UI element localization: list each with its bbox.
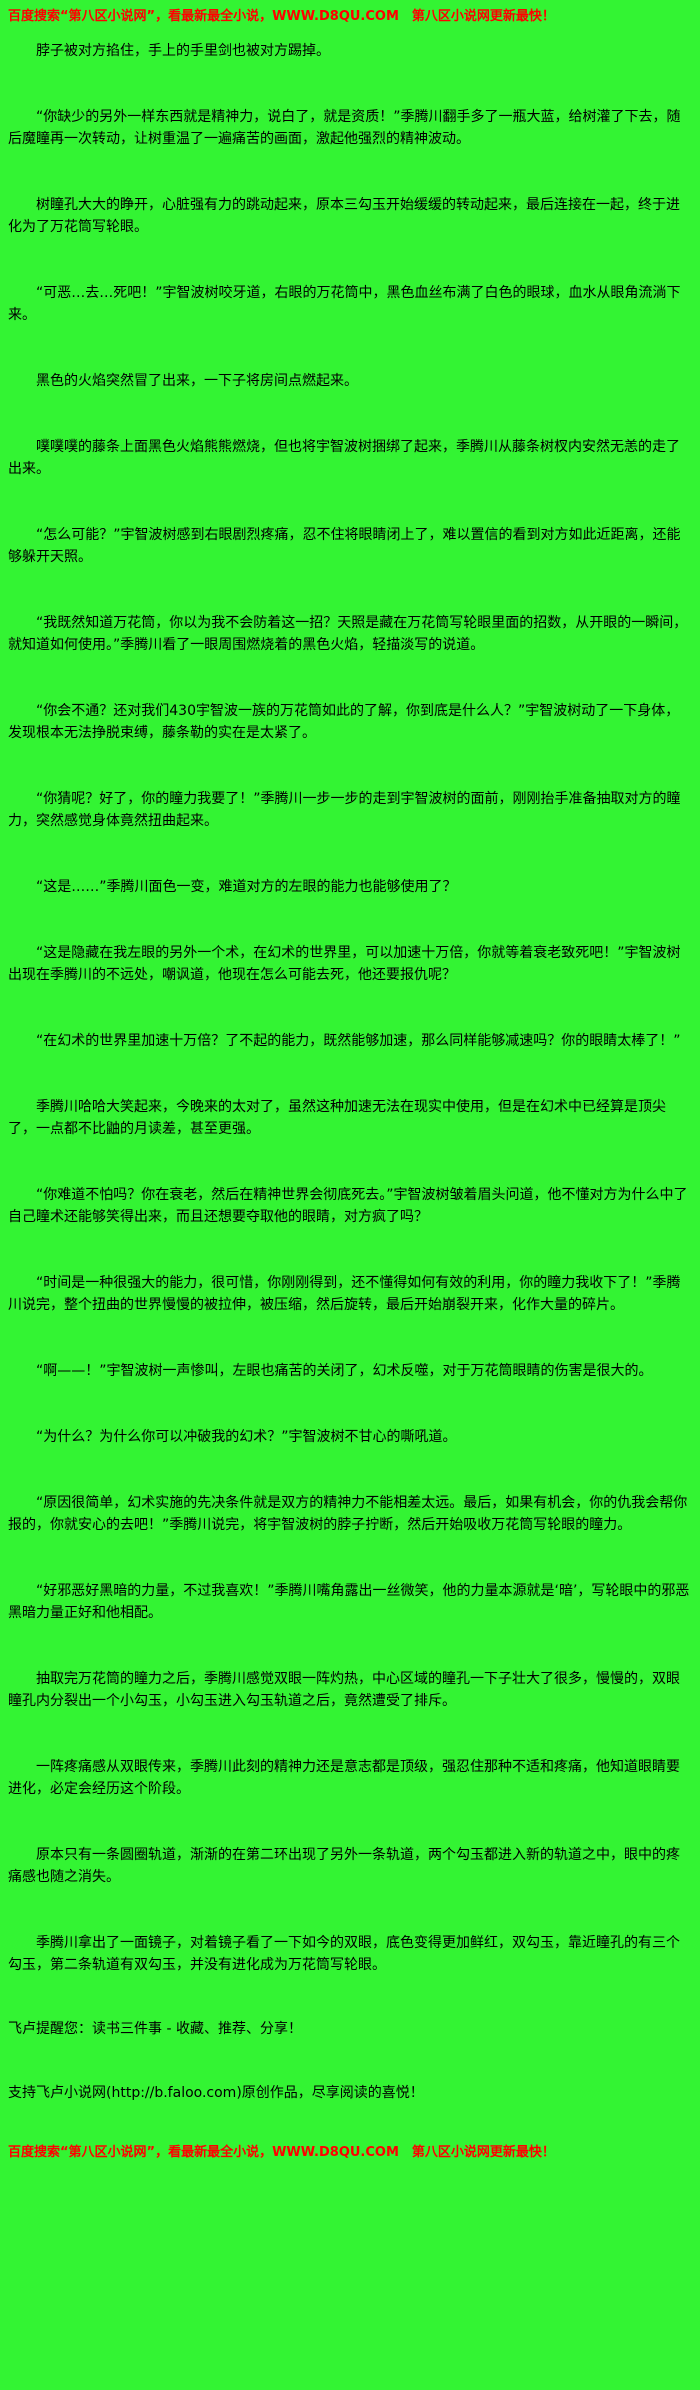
faloo-support-text: 支持飞卢小说网(http://b.faloo.com)原创作品，尽享阅读的喜悦！: [8, 2085, 424, 2101]
chapter-paragraph: “这是……”季腾川面色一变，难道对方的左眼的能力也能够使用了？: [36, 879, 457, 895]
chapter-paragraph: “这是隐藏在我左眼的另外一个术，在幻术的世界里，可以加速十万倍，你就等着衰老致死…: [8, 945, 681, 983]
chapter-paragraph: “可恶…去…死吧！”宇智波树咬牙道，右眼的万花筒中，黑色血丝布满了白色的眼球，血…: [8, 285, 681, 323]
top-ad-banner: 百度搜索“第八区小说网”，看最新最全小说，WWW.D8QU.COM 第八区小说网…: [8, 9, 555, 24]
chapter-paragraph: “好邪恶好黑暗的力量，不过我喜欢！”季腾川嘴角露出一丝微笑，他的力量本源就是‘暗…: [8, 1583, 690, 1621]
chapter-paragraph: “你会不通？还对我们430宇智波一族的万花筒如此的了解，你到底是什么人？”宇智波…: [8, 703, 680, 741]
chapter-paragraph: “我既然知道万花筒，你以为我不会防着这一招？天照是藏在万花筒写轮眼里面的招数，从…: [8, 615, 688, 653]
chapter-paragraph: “你缺少的另外一样东西就是精神力，说白了，就是资质！”季腾川翻手多了一瓶大蓝，给…: [8, 109, 681, 147]
chapter-paragraph: 季腾川拿出了一面镜子，对着镜子看了一下如今的双眼，底色变得更加鲜红，双勾玉，靠近…: [8, 1935, 680, 1973]
chapter-paragraph: 抽取完万花筒的瞳力之后，季腾川感觉双眼一阵灼热，中心区域的瞳孔一下子壮大了很多，…: [8, 1671, 680, 1709]
chapter-paragraph: “为什么？为什么你可以冲破我的幻术？”宇智波树不甘心的嘶吼道。: [36, 1429, 457, 1445]
chapter-paragraph: 黑色的火焰突然冒了出来，一下子将房间点燃起来。: [36, 373, 358, 389]
chapter-paragraph: “怎么可能？”宇智波树感到右眼剧烈疼痛，忍不住将眼睛闭上了，难以置信的看到对方如…: [8, 527, 681, 565]
chapter-paragraph: “啊——！”宇智波树一声惨叫，左眼也痛苦的关闭了，幻术反噬，对于万花筒眼睛的伤害…: [36, 1363, 653, 1379]
faloo-reminder-text: 飞卢提醒您：读书三件事 - 收藏、推荐、分享！: [8, 2021, 302, 2037]
chapter-paragraph: 树瞳孔大大的睁开，心脏强有力的跳动起来，原本三勾玉开始缓缓的转动起来，最后连接在…: [8, 197, 680, 235]
chapter-paragraph: “你难道不怕吗？你在衰老，然后在精神世界会彻底死去。”宇智波树皱着眉头问道，他不…: [8, 1187, 688, 1225]
chapter-paragraph: “时间是一种很强大的能力，很可惜，你刚刚得到，还不懂得如何有效的利用，你的瞳力我…: [8, 1275, 681, 1313]
chapter-content: 脖子被对方掐住，手上的手里剑也被对方踢掉。 “你缺少的另外一样东西就是精神力，说白…: [8, 40, 692, 1976]
bottom-ad-banner: 百度搜索“第八区小说网”，看最新最全小说，WWW.D8QU.COM 第八区小说网…: [8, 2145, 555, 2160]
chapter-paragraph: “你猜呢？好了，你的瞳力我要了！”季腾川一步一步的走到宇智波树的面前，刚刚抬手准…: [8, 791, 681, 829]
chapter-paragraph: 原本只有一条圆圈轨道，渐渐的在第二环出现了另外一条轨道，两个勾玉都进入新的轨道之…: [8, 1847, 680, 1885]
chapter-paragraph: 季腾川哈哈大笑起来，今晚来的太对了，虽然这种加速无法在现实中使用，但是在幻术中已…: [8, 1099, 666, 1137]
chapter-paragraph: 一阵疼痛感从双眼传来，季腾川此刻的精神力还是意志都是顶级，强忍住那种不适和疼痛，…: [8, 1759, 680, 1797]
chapter-paragraph: “原因很简单，幻术实施的先决条件就是双方的精神力不能相差太远。最后，如果有机会，…: [8, 1495, 688, 1533]
chapter-paragraph: 噗噗噗的藤条上面黑色火焰熊熊燃烧，但也将宇智波树捆绑了起来，季腾川从藤条树杈内安…: [8, 439, 680, 477]
chapter-paragraph: “在幻术的世界里加速十万倍？了不起的能力，既然能够加速，那么同样能够减速吗？你的…: [36, 1033, 681, 1049]
chapter-paragraph: 脖子被对方掐住，手上的手里剑也被对方踢掉。: [36, 43, 330, 59]
